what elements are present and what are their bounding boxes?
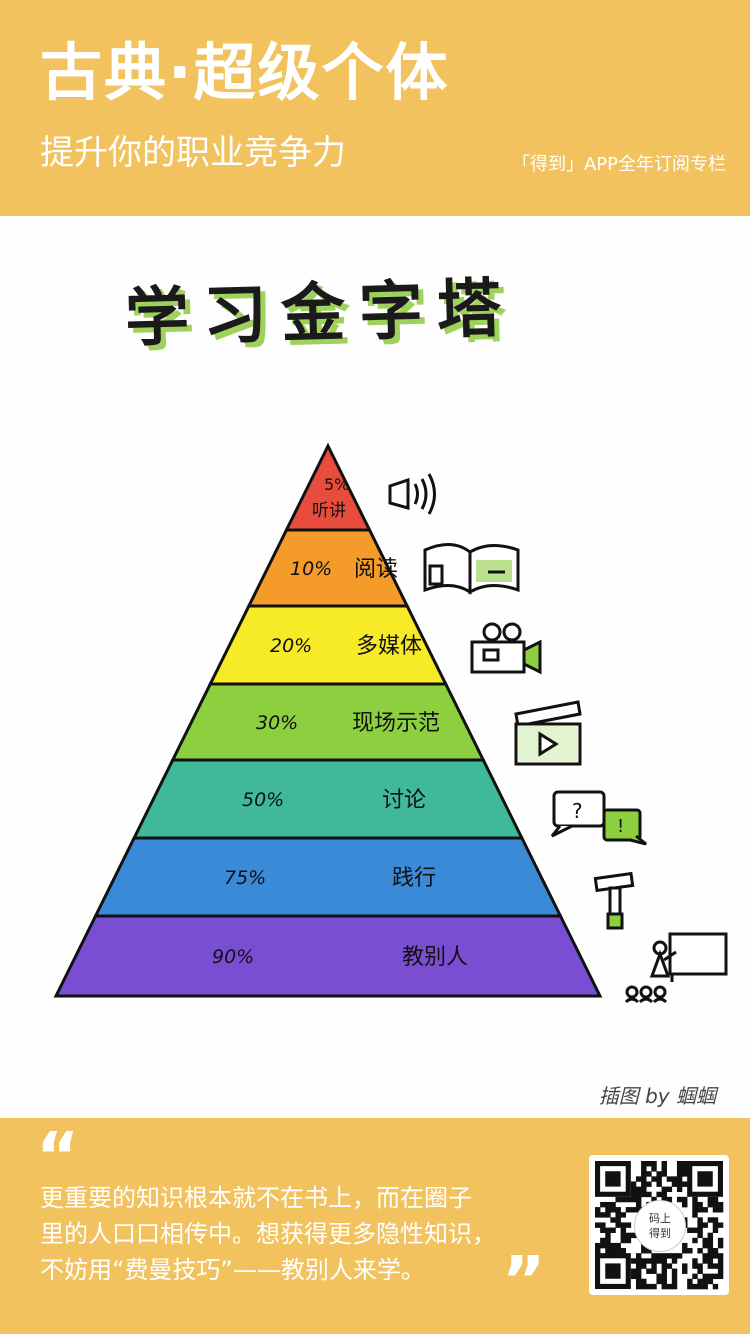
page-subtitle: 提升你的职业竞争力 bbox=[40, 133, 346, 173]
qr-label-top: 码上 bbox=[649, 1212, 671, 1225]
speech-bubbles-icon: ? ! bbox=[550, 790, 647, 846]
qr-code-pattern bbox=[595, 1161, 724, 1290]
level-label: 多媒体 bbox=[356, 634, 422, 659]
pyramid-level-5 bbox=[131, 758, 525, 840]
book-icon bbox=[423, 543, 520, 595]
level-label: 阅读 bbox=[354, 557, 398, 582]
qr-badge: 码上 得到 bbox=[634, 1200, 686, 1252]
level-percent: 50% bbox=[242, 789, 284, 811]
speaker-icon bbox=[388, 473, 436, 515]
level-label: 听讲 bbox=[312, 501, 346, 521]
quote-line: 里的人口口相传中。想获得更多隐性知识， bbox=[40, 1220, 496, 1248]
video-camera-icon bbox=[470, 622, 542, 675]
header-banner bbox=[0, 0, 750, 216]
quote-line: 不妨用“费曼技巧”——教别人来学。 bbox=[40, 1256, 425, 1284]
level-label: 教别人 bbox=[402, 945, 468, 970]
teacher-icon bbox=[624, 932, 728, 1004]
level-percent: 30% bbox=[256, 712, 298, 734]
close-quote-icon: ” bbox=[502, 1242, 546, 1319]
level-percent: 90% bbox=[212, 946, 254, 968]
pyramid-level-6 bbox=[93, 836, 563, 918]
level-label: 践行 bbox=[392, 866, 436, 891]
level-percent: 5% bbox=[324, 475, 349, 494]
pyramid-level-7 bbox=[53, 914, 603, 998]
quote-text: 更重要的知识根本就不在书上，而在圈子 里的人口口相传中。想获得更多隐性知识， 不… bbox=[40, 1180, 560, 1288]
level-label: 现场示范 bbox=[352, 711, 440, 736]
svg-text:?: ? bbox=[572, 799, 583, 823]
level-percent: 75% bbox=[224, 867, 266, 889]
svg-text:!: ! bbox=[617, 816, 624, 837]
hammer-icon bbox=[593, 871, 635, 930]
level-percent: 10% bbox=[290, 558, 332, 580]
qr-label-bottom: 得到 bbox=[649, 1227, 671, 1240]
quote-line: 更重要的知识根本就不在书上，而在圈子 bbox=[40, 1184, 472, 1212]
column-tag: 「得到」APP全年订阅专栏 bbox=[511, 154, 726, 175]
clapperboard-icon bbox=[514, 700, 582, 766]
qr-code[interactable] bbox=[589, 1155, 729, 1295]
level-label: 讨论 bbox=[382, 788, 426, 813]
page-title: 古典·超级个体 bbox=[40, 36, 450, 109]
illustration-credit: 插图 by 蝈蝈 bbox=[598, 1084, 716, 1108]
open-quote-icon: “ bbox=[36, 1118, 80, 1195]
level-percent: 20% bbox=[270, 635, 312, 657]
